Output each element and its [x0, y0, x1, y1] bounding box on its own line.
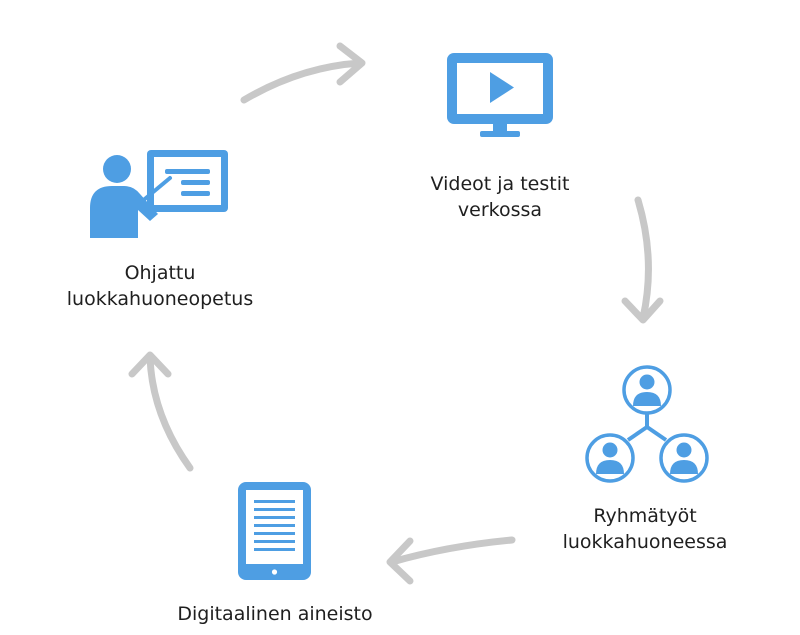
person-top-node [622, 365, 672, 415]
group-label-line-2: luokkahuoneessa [562, 531, 728, 553]
group-label-line-1: Ryhmätyöt [593, 505, 697, 527]
person-left-node [585, 433, 635, 483]
arrow-group-to-digital [386, 536, 516, 585]
teacher-label-line-2: luokkahuoneopetus [66, 288, 254, 310]
teacher-presentation-icon [90, 150, 228, 238]
teacher-label-line-1: Ohjattu [124, 262, 196, 284]
arrow-teacher-to-video [240, 42, 366, 104]
group-node-label: Ryhmätyöt luokkahuoneessa [545, 503, 745, 555]
video-label-line-1: Videot ja testit [430, 173, 570, 195]
video-label-line-2: verkossa [457, 199, 543, 221]
tablet-document-icon [238, 482, 311, 580]
arrow-video-to-group [621, 196, 664, 324]
group-network-icon [585, 365, 709, 483]
teacher-node-label: Ohjattu luokkahuoneopetus [40, 260, 280, 312]
monitor-play-icon [447, 53, 553, 137]
video-node-label: Videot ja testit verkossa [395, 171, 605, 223]
person-right-node [659, 433, 709, 483]
arrow-digital-to-teacher [128, 351, 194, 472]
digital-node-label: Digitaalinen aineisto [150, 601, 400, 627]
digital-label-line-1: Digitaalinen aineisto [177, 603, 373, 625]
